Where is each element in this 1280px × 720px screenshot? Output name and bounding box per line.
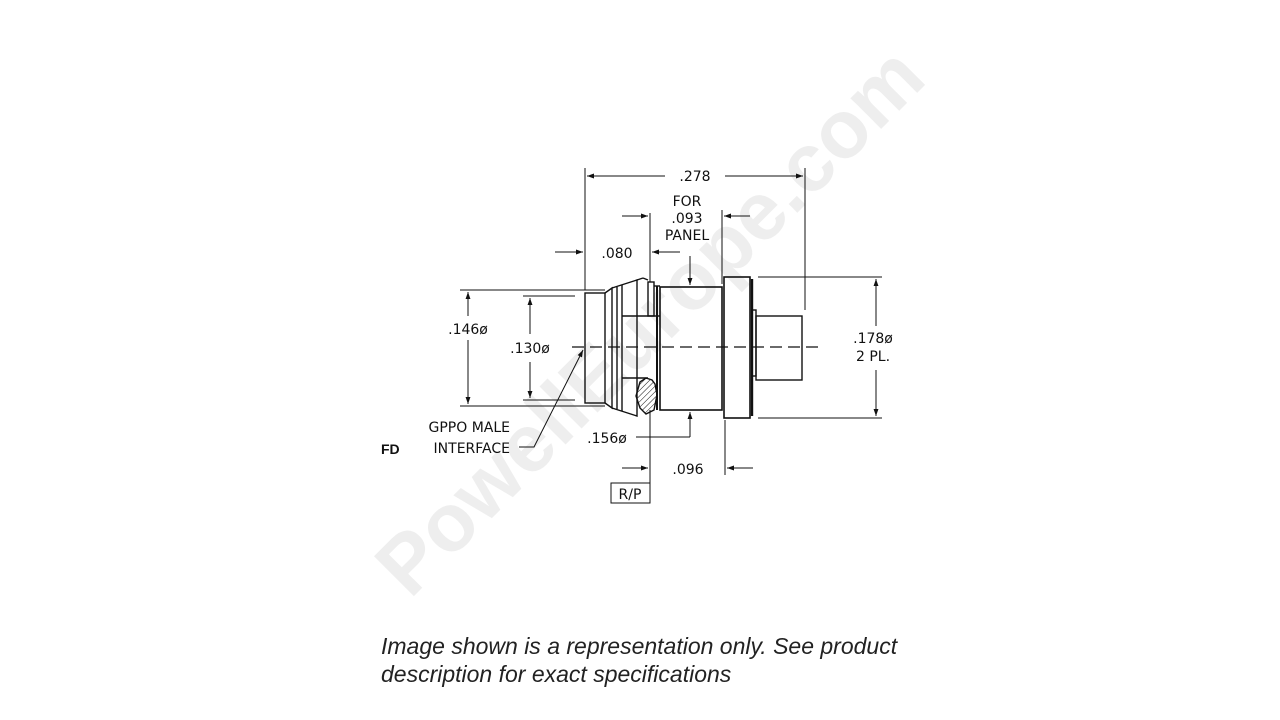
interface-label-line1: GPPO MALE <box>428 420 510 436</box>
dim-flange-diameter-line2: 2 PL. <box>856 349 890 365</box>
dim-overall-length: .278 <box>679 169 710 185</box>
connector-outline <box>584 276 803 419</box>
dim-inner-diameter: .130ø <box>510 341 550 357</box>
panel-note-line3: PANEL <box>665 228 709 244</box>
dim-flange-diameter-line1: .178ø <box>853 331 893 347</box>
dim-body-length: .096 <box>672 462 703 478</box>
disclaimer-caption: Image shown is a representation only. Se… <box>381 632 941 688</box>
caption-line1: Image shown is a representation only. Se… <box>381 633 898 659</box>
dim-outer-diameter: .146ø <box>448 322 488 338</box>
dim-body-diameter: .156ø <box>587 431 627 447</box>
panel-note-line2: .093 <box>671 211 702 227</box>
reference-plane-label: R/P <box>619 487 642 503</box>
dim-front-length: .080 <box>601 246 632 262</box>
interface-code: FD <box>381 441 400 457</box>
caption-line2: description for exact specifications <box>381 661 732 687</box>
panel-note-line1: FOR <box>673 194 702 210</box>
interface-label-line2: INTERFACE <box>434 441 510 457</box>
watermark: PowellEurope.com <box>358 30 941 613</box>
dimension-lines <box>460 168 882 504</box>
